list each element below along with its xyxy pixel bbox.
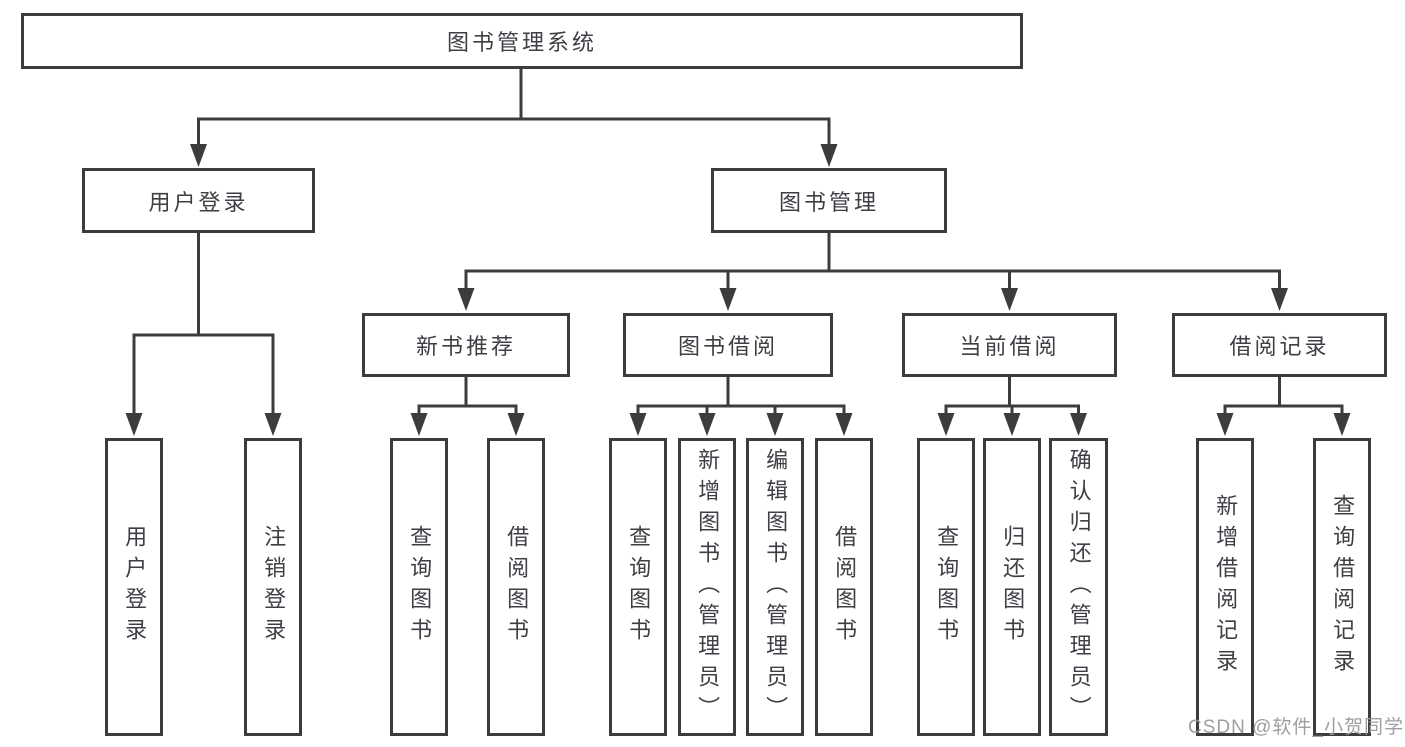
- leaf-confirm-return-admin: 确认归还（管理员）: [1049, 438, 1108, 736]
- node-current-borrowing: 当前借阅: [902, 313, 1117, 377]
- node-borrowing-records: 借阅记录: [1172, 313, 1387, 377]
- node-book-borrowing: 图书借阅: [623, 313, 833, 377]
- leaf-add-borrowing-record: 新增借阅记录: [1196, 438, 1254, 736]
- leaf-user-login: 用户登录: [105, 438, 163, 736]
- node-user-login: 用户登录: [82, 168, 315, 233]
- leaf-logout: 注销登录: [244, 438, 302, 736]
- leaf-borrow-books: 借阅图书: [815, 438, 873, 736]
- leaf-edit-books-admin: 编辑图书（管理员）: [746, 438, 804, 736]
- leaf-borrow-books-recommend: 借阅图书: [487, 438, 545, 736]
- node-library-management-system: 图书管理系统: [21, 13, 1023, 69]
- leaf-query-borrowing-record: 查询借阅记录: [1313, 438, 1371, 736]
- leaf-add-books-admin: 新增图书（管理员）: [678, 438, 736, 736]
- leaf-query-books-borrowing: 查询图书: [609, 438, 667, 736]
- watermark: CSDN @软件_小贺同学: [1188, 717, 1404, 738]
- leaf-query-books-recommend: 查询图书: [390, 438, 448, 736]
- arrowhead-icons: [125, 144, 1351, 436]
- leaf-query-books-current: 查询图书: [917, 438, 975, 736]
- node-new-book-recommendation: 新书推荐: [362, 313, 570, 377]
- leaf-return-books: 归还图书: [983, 438, 1041, 736]
- node-book-management: 图书管理: [711, 168, 947, 233]
